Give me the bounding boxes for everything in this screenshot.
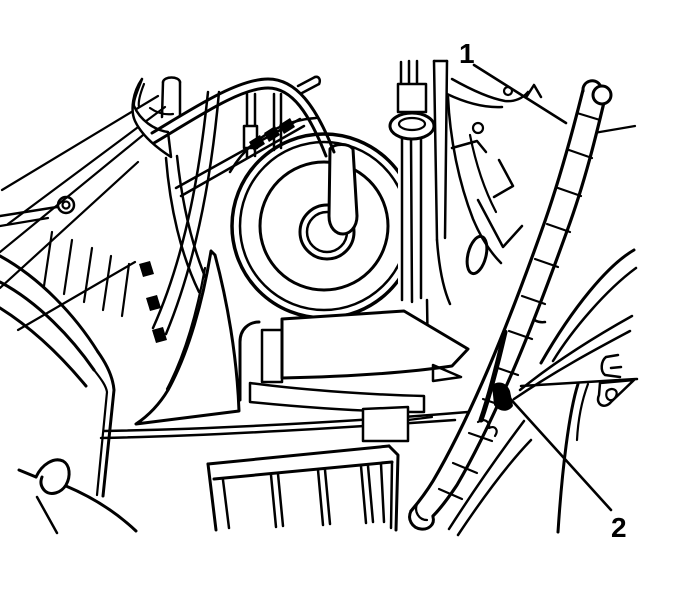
callout-2-label: 2 xyxy=(611,512,627,543)
callout-1-label: 1 xyxy=(459,38,475,69)
callout-1-leader xyxy=(472,63,568,125)
cowl-panel xyxy=(445,77,543,265)
sail-panel xyxy=(134,249,241,426)
harness-clip xyxy=(492,382,513,411)
callouts: 1 2 xyxy=(459,38,627,543)
mounting-nut xyxy=(56,195,76,215)
callout-2-leader xyxy=(504,392,613,512)
bracket-shelf xyxy=(99,309,470,443)
mast-and-clamp xyxy=(388,59,452,365)
hook-tab xyxy=(17,458,138,535)
left-rib-lines xyxy=(0,94,167,332)
cable-and-boot xyxy=(150,75,359,236)
wheelhouse-arcs xyxy=(0,254,116,498)
corrugated-conduit xyxy=(408,79,613,531)
grille-box xyxy=(206,444,400,532)
